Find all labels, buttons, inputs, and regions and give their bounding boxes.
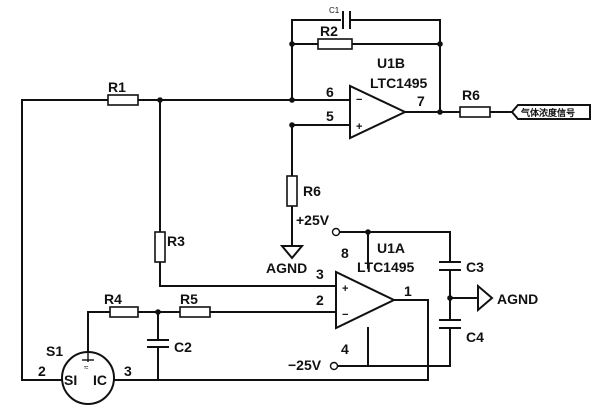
opamp-u1b <box>349 84 408 140</box>
label-u1a-pin1: 1 <box>404 283 412 299</box>
label-s1-pin3: 3 <box>124 363 132 379</box>
label-r6-mid: R6 <box>303 183 321 199</box>
wires <box>21 19 513 381</box>
label-c3: C3 <box>466 259 484 275</box>
label-u1a-minus: − <box>342 309 348 321</box>
label-u1a-pin2: 2 <box>316 292 324 308</box>
junction-dots <box>155 41 453 315</box>
label-u1b-pin7: 7 <box>417 93 425 109</box>
label-u1a-name: U1A <box>377 240 405 256</box>
capacitor-c1 <box>341 11 351 29</box>
capacitor-c3 <box>439 261 461 283</box>
resistor-r6-mid <box>286 175 298 207</box>
label-u1a-pin3: 3 <box>316 266 324 282</box>
label-agnd-left: AGND <box>266 260 307 276</box>
label-c4: C4 <box>466 329 484 345</box>
label-r5: R5 <box>180 291 198 307</box>
label-r4: R4 <box>104 291 122 307</box>
label-r3: R3 <box>167 233 185 249</box>
label-s1: S1 <box>46 343 63 359</box>
resistor-r3 <box>154 231 166 263</box>
agnd-right-symbol <box>477 283 494 313</box>
label-u1a-plus: + <box>342 283 348 295</box>
label-s1-ic: IC <box>93 372 107 388</box>
label-u1a-pin4: 4 <box>341 341 349 357</box>
label-u1b-pin5: 5 <box>326 108 334 124</box>
label-r1: R1 <box>108 79 126 95</box>
label-u1a-pin8: 8 <box>341 245 349 261</box>
label-agnd-right: AGND <box>497 291 538 307</box>
capacitor-c4 <box>439 319 461 341</box>
label-c2: C2 <box>174 339 192 355</box>
capacitor-c2 <box>147 339 169 348</box>
output-arrow <box>510 104 591 120</box>
resistor-r4 <box>109 306 139 318</box>
label-s1-mark: ≈ <box>84 363 89 372</box>
label-vplus: +25V <box>296 212 330 228</box>
output-signal-label: 气体浓度信号 <box>520 107 575 118</box>
vplus-terminal <box>331 227 341 237</box>
opamp-u1a <box>335 270 397 330</box>
vminus-terminal <box>329 361 339 371</box>
label-u1b-name: U1B <box>377 55 405 71</box>
label-u1b-minus: − <box>356 94 362 106</box>
agnd-left-symbol <box>279 245 305 260</box>
label-u1b-plus: + <box>356 121 362 133</box>
labels: C1 R2 R1 U1B LTC1495 6 5 7 − + R6 气体浓度信号… <box>38 6 575 388</box>
label-r2: R2 <box>320 23 338 39</box>
label-s1-si: SI <box>64 372 77 388</box>
sensor-s1 <box>61 351 115 405</box>
resistor-r6-top <box>459 106 491 118</box>
label-u1a-part: LTC1495 <box>357 259 415 275</box>
label-u1b-part: LTC1495 <box>370 75 428 91</box>
label-vminus: −25V <box>288 357 322 373</box>
resistor-r2 <box>317 38 353 50</box>
resistor-r5 <box>179 306 211 318</box>
resistor-r1 <box>107 94 139 106</box>
label-s1-pin2: 2 <box>38 363 46 379</box>
label-u1b-pin6: 6 <box>326 84 334 100</box>
label-r6-top: R6 <box>462 87 480 103</box>
label-c1: C1 <box>329 6 340 15</box>
